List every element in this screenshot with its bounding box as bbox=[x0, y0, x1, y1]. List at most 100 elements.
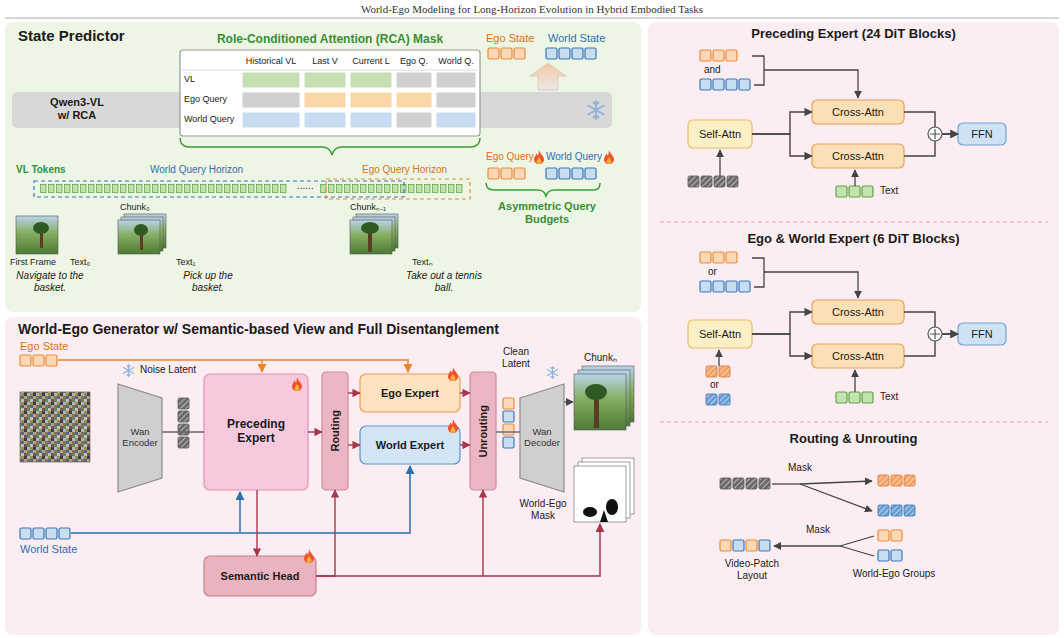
world-state-tokens bbox=[700, 79, 711, 90]
model-bar: Qwen3-VL w/ RCA bbox=[12, 92, 612, 128]
flow-line bbox=[774, 545, 840, 546]
expert-box: World Expert bbox=[360, 426, 460, 464]
latent-tokens bbox=[701, 176, 712, 187]
label-text: World Query bbox=[184, 114, 234, 124]
connector bbox=[460, 444, 470, 445]
box-text: Cross-Attn bbox=[832, 106, 884, 119]
section-separator bbox=[660, 222, 1048, 223]
video-frame bbox=[574, 366, 634, 430]
frame-detail bbox=[33, 222, 49, 234]
flow-line bbox=[718, 350, 719, 366]
mask-cells bbox=[242, 72, 476, 128]
ffn-box: FFN bbox=[958, 123, 1006, 145]
world-state-tokens bbox=[503, 411, 514, 422]
trainable-icon bbox=[304, 549, 314, 563]
label-text: Pick up the basket. bbox=[168, 270, 248, 293]
label-text: Ego Q. bbox=[396, 56, 432, 66]
label-text: Text₀ bbox=[70, 257, 90, 267]
label-text: or bbox=[710, 379, 719, 391]
flow-line bbox=[800, 484, 872, 511]
trainable-icon bbox=[534, 150, 544, 164]
expert-box-shape bbox=[360, 426, 460, 464]
ego-latent-tokens bbox=[706, 366, 717, 377]
head-box-shape bbox=[204, 556, 316, 596]
ego-state-tokens bbox=[713, 252, 724, 263]
table-rule bbox=[182, 70, 478, 71]
world-state-tokens bbox=[585, 168, 596, 179]
frozen-icon bbox=[547, 367, 557, 379]
label-text: Text bbox=[880, 185, 898, 197]
output-arrow bbox=[530, 63, 566, 90]
vl-tokens bbox=[40, 184, 288, 193]
label-text: First Frame bbox=[10, 257, 56, 267]
world-state-tokens bbox=[559, 168, 570, 179]
routing-box-shape bbox=[322, 372, 348, 490]
world-state-tokens bbox=[546, 168, 557, 179]
world-state-tokens bbox=[733, 540, 744, 551]
label-text: World State bbox=[20, 543, 77, 556]
world-state-tokens bbox=[739, 281, 750, 292]
text-tokens bbox=[836, 186, 873, 403]
flow-line bbox=[752, 56, 764, 85]
head-box: Semantic Head bbox=[204, 556, 316, 596]
routing-box: Routing bbox=[322, 372, 348, 490]
connector bbox=[496, 431, 520, 432]
box-text: Unrouting bbox=[477, 405, 490, 458]
world-state-tokens bbox=[572, 48, 583, 59]
label-text: Navigate to the basket. bbox=[8, 270, 92, 293]
connector bbox=[752, 112, 812, 134]
world-state-tokens bbox=[700, 79, 902, 561]
trainable-icon bbox=[604, 150, 614, 164]
label-text: Chunkₙ₋₁ bbox=[350, 202, 386, 212]
ego-state-tokens bbox=[488, 168, 499, 179]
frame-detail bbox=[134, 224, 148, 236]
label-text: Ego Query bbox=[486, 151, 534, 163]
ego-latent-tokens bbox=[891, 475, 902, 486]
brace bbox=[180, 138, 480, 155]
connector bbox=[348, 444, 360, 445]
brace bbox=[486, 183, 600, 196]
world-line bbox=[239, 492, 241, 533]
label-text: Routing & Unrouting bbox=[648, 432, 1059, 447]
world-state-tokens bbox=[503, 437, 514, 448]
box-text: World Expert bbox=[376, 439, 444, 452]
connector bbox=[316, 490, 335, 576]
decoder-block: Wan Decoder bbox=[520, 384, 564, 492]
flow-line bbox=[772, 483, 800, 484]
routing-box-shape bbox=[470, 372, 496, 490]
label-text: and bbox=[704, 64, 721, 76]
box-text: World-Ego Generator w/ Semantic-based Vi… bbox=[18, 321, 499, 337]
mask-shape bbox=[583, 507, 597, 517]
label-text: Noise Latent bbox=[140, 364, 196, 376]
ego-state-tokens bbox=[700, 252, 711, 263]
label-text: Textₙ bbox=[412, 257, 433, 267]
box-text: Cross-Attn bbox=[832, 306, 884, 319]
mask-image bbox=[574, 458, 634, 522]
sum-symbol bbox=[930, 129, 940, 139]
noise-latent bbox=[178, 398, 189, 448]
sum-symbol bbox=[930, 329, 940, 339]
noise-latent bbox=[178, 424, 189, 435]
label-text: World State bbox=[548, 32, 605, 45]
attention-box-shape bbox=[812, 344, 904, 368]
mask-shape bbox=[583, 499, 618, 522]
attention-box-shape bbox=[812, 300, 904, 324]
encoder-block-shape bbox=[118, 384, 162, 492]
connector bbox=[308, 431, 322, 432]
world-state-tokens bbox=[726, 281, 737, 292]
noise-latent bbox=[178, 437, 189, 448]
mask-cells bbox=[396, 112, 432, 128]
world-horizon bbox=[34, 181, 404, 197]
ego-state-tokens bbox=[20, 355, 31, 366]
ego-line bbox=[58, 360, 408, 372]
box-text: Role-Conditioned Attention (RCA) Mask bbox=[180, 33, 480, 47]
frame-detail bbox=[361, 222, 379, 234]
frame-detail bbox=[585, 384, 607, 428]
flow-line bbox=[854, 370, 855, 392]
mask-cells bbox=[242, 72, 300, 88]
world-state-tokens bbox=[33, 528, 44, 539]
ego-state-tokens bbox=[700, 50, 902, 551]
mask-cells bbox=[304, 72, 346, 88]
ffn-box-shape bbox=[958, 123, 1006, 145]
sum-symbol bbox=[928, 327, 942, 341]
